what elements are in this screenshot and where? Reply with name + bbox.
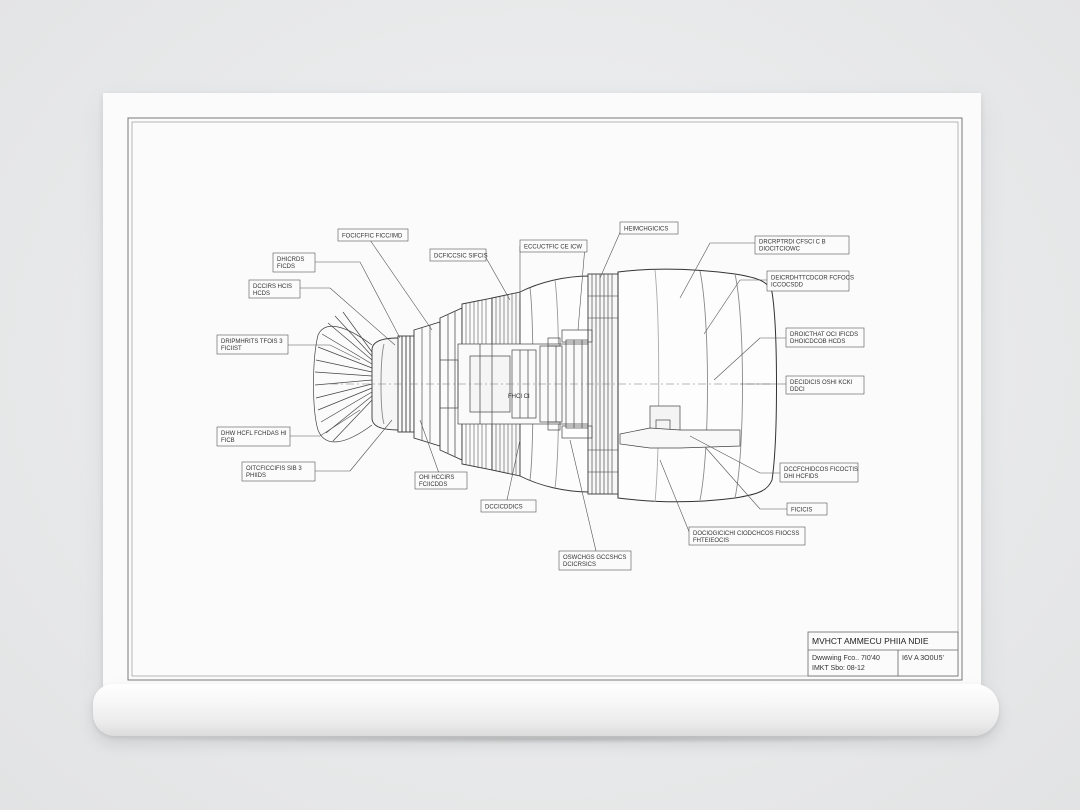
title-block-title: MVHCT AMMECU PHIIA NDIE: [812, 636, 929, 646]
callout-label: DDCI: [790, 387, 805, 393]
callout-label: FHTEIEOCIS: [693, 538, 729, 544]
inner-frame: [131, 121, 959, 677]
callout-box-14: [414, 471, 468, 490]
callout-box-18: [786, 502, 828, 516]
callout-label: ECCUCTFIC CE ICW: [524, 245, 582, 251]
callout-label: DCCFCHIDCOS FICOCTIS: [784, 467, 858, 473]
paper-roll: [93, 684, 999, 736]
outer-frame: [127, 117, 963, 681]
jet-engine: [313, 268, 777, 503]
callout-label: DHICRDS: [277, 257, 304, 263]
callout-label: DCFICCSIC SIFCIS: [434, 254, 488, 260]
callout-box-3: [519, 239, 588, 253]
callout-box-6: [766, 270, 850, 292]
callout-box-10: [785, 327, 865, 348]
callout-label: DHOICDCOB HCDS: [790, 339, 845, 345]
callout-label: DIOCITCIOWC: [759, 247, 801, 253]
callout-label: OHI HCCIRS: [419, 475, 454, 481]
callout-box-19: [688, 526, 806, 546]
callout-label: DRCRPTRDI CFSCI C B: [759, 240, 826, 246]
callout-label: FICICIS: [791, 508, 812, 514]
callout-box-7: [272, 252, 316, 273]
callout-label: DCCIRS HCIS: [253, 284, 292, 290]
callout-label: DHI HCFIDS: [784, 474, 818, 480]
callout-label: FICIIST: [221, 346, 242, 352]
callout-label: HCDS: [253, 291, 270, 297]
callout-box-1: [337, 228, 409, 242]
callout-label: FICDS: [277, 264, 295, 270]
callout-label: DCCICDDICS: [485, 505, 523, 511]
callout-box-4: [619, 221, 679, 235]
callout-label: DROICTHAT OCI IFICDS: [790, 332, 858, 338]
callout-box-17: [779, 462, 859, 483]
title-block-drawing-no: Dwwwing Fco.. 7I0'40: [812, 655, 880, 662]
title-block-rev: I6V A 3O0U5': [902, 655, 944, 662]
callout-boxes: [216, 221, 865, 571]
callout-label: HEIMCHGICICS: [624, 227, 668, 233]
callout-texts: FOCICFFIC FICC/IMD DCFICCSIC SIFCIS ECCU…: [221, 227, 858, 569]
callout-label: FICB: [221, 438, 235, 444]
internal-label: FHCI CI: [508, 394, 530, 400]
exhaust-fins: [313, 311, 373, 443]
callout-box-13: [241, 461, 316, 482]
title-block: MVHCT AMMECU PHIIA NDIE Dwwwing Fco.. 7I…: [807, 631, 959, 677]
callout-box-15: [480, 499, 537, 513]
callout-box-16: [558, 550, 632, 571]
callout-label: OITCFICCIFIS SIB 3: [246, 466, 302, 472]
callout-label: ICCOCSDD: [771, 283, 804, 289]
callout-label: FOCICFFIC FICC/IMD: [342, 234, 403, 240]
callout-box-11: [785, 375, 865, 395]
callout-label: DOCIOGICICHI CIODCHCOS FIIOCSS: [693, 531, 799, 537]
callout-label: PHIIDS: [246, 473, 266, 479]
callout-label: DCICRSICS: [563, 562, 596, 568]
callout-label: DHW HCFL FCHDAS HI: [221, 431, 287, 437]
callout-box-12: [216, 426, 291, 447]
roll-shadow: [110, 734, 980, 744]
callout-label: DEICRDHTTCDCOR FCFOCS: [771, 276, 854, 282]
title-block-scale: IMKT Sbo: 08-12: [812, 665, 865, 672]
callout-box-8: [248, 279, 301, 299]
callout-label: DRIPMHRITS TFOIS 3: [221, 339, 283, 345]
leader-lines: [288, 227, 788, 552]
callout-box-5: [754, 235, 850, 255]
callout-label: OSWCHGS GCCSHCS: [563, 555, 626, 561]
callout-box-2: [429, 248, 487, 262]
callout-box-9: [216, 334, 289, 355]
callout-label: DECIDICIS OSHI KCKI: [790, 380, 853, 386]
callout-label: FCIICDDS: [419, 482, 447, 488]
